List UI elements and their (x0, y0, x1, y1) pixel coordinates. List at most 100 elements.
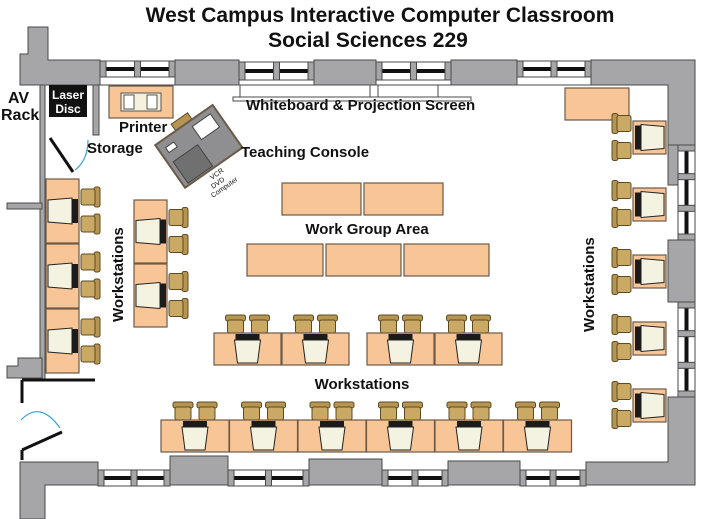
chair-icon (611, 341, 632, 362)
chair-icon (611, 314, 632, 335)
workstation (213, 314, 282, 366)
chair-icon (611, 140, 632, 161)
chair-icon (402, 401, 423, 421)
wall-top-seg-2 (313, 59, 377, 86)
workstations-right-label: Workstations (581, 237, 598, 332)
workstation (45, 178, 101, 244)
keyboard-icon (160, 283, 166, 308)
storage-door-swing-icon (74, 139, 89, 171)
chair-icon (80, 278, 101, 300)
chair-icon (515, 401, 536, 421)
monitor-icon (47, 197, 73, 225)
chair-icon (611, 207, 632, 228)
windows (97, 60, 696, 487)
chair-icon (317, 314, 338, 334)
chair-icon (168, 271, 189, 292)
chair-icon (265, 401, 286, 421)
chair-icon (402, 314, 423, 334)
wall-left-jog-1 (6, 202, 43, 210)
workstation (611, 314, 667, 362)
chair-icon (80, 343, 101, 365)
workstations-center-label: Workstations (315, 376, 410, 393)
chair-icon (611, 113, 632, 134)
keyboard-icon (457, 421, 481, 427)
chair-icon (225, 314, 246, 334)
entry-door (21, 430, 63, 452)
keyboard-icon (160, 219, 166, 244)
chair-icon (172, 401, 194, 421)
work-table (325, 243, 402, 277)
workstation (611, 113, 667, 161)
title-line-1: West Campus Interactive Computer Classro… (146, 4, 615, 27)
keyboard-icon (635, 259, 641, 284)
printer-label: Printer (119, 119, 168, 136)
work-table (246, 243, 324, 277)
entry-door-swing-icon (20, 411, 61, 429)
workstation (45, 243, 101, 309)
workstation (160, 401, 230, 453)
storage-partition (92, 84, 100, 136)
chair-icon (196, 401, 218, 421)
monitor-icon (47, 262, 73, 290)
workstation (365, 401, 436, 453)
wall-bottom-seg-3 (447, 460, 521, 486)
chair-icon (446, 314, 467, 334)
laser-disc-unit (49, 85, 87, 117)
keyboard-icon (303, 334, 328, 340)
keyboard-icon (72, 199, 78, 223)
keyboard-icon (635, 192, 641, 217)
monitor-icon (455, 426, 483, 451)
av-rack-label-2: Rack (1, 107, 39, 124)
workstation (611, 247, 667, 295)
chair-icon (168, 207, 189, 228)
workstation (366, 314, 435, 366)
wall-left (39, 84, 46, 381)
chair-icon (309, 401, 331, 421)
wall-bottom-seg-2 (308, 458, 383, 486)
wall-bottom-left (19, 461, 99, 519)
workstation (502, 401, 573, 453)
monitor-icon (233, 339, 262, 364)
keyboard-icon (525, 421, 550, 427)
workstations-left-label: Workstations (110, 227, 127, 322)
workstation (611, 381, 667, 429)
workstations (45, 113, 667, 453)
chair-icon (80, 251, 101, 273)
chair-icon (611, 274, 632, 295)
chair-icon (446, 401, 468, 421)
storage-label: Storage (87, 140, 143, 157)
workstation (611, 180, 667, 228)
monitor-icon (386, 426, 415, 451)
workstation (133, 199, 189, 264)
monitor-icon (318, 426, 346, 451)
chair-icon (470, 314, 491, 334)
keyboard-icon (635, 393, 641, 418)
keyboard-icon (251, 421, 276, 427)
laser-disc-label-1: Laser (52, 88, 84, 102)
chair-icon (333, 401, 355, 421)
work-table (363, 182, 444, 216)
wall-top-seg-1 (174, 59, 240, 86)
keyboard-icon (635, 326, 641, 351)
workstation (281, 314, 350, 366)
keyboard-icon (72, 264, 78, 288)
wall-top-left (19, 26, 101, 86)
chair-icon (539, 401, 560, 421)
work-group-area (246, 182, 490, 277)
chair-icon (241, 401, 262, 421)
workstation (45, 308, 101, 374)
monitor-icon (640, 123, 665, 152)
work-table (403, 243, 490, 277)
keyboard-icon (72, 329, 78, 353)
workstation (434, 401, 504, 453)
monitor-icon (249, 426, 278, 451)
workstation (133, 263, 189, 328)
wall-left-jog-2 (6, 357, 43, 379)
work-group-area-label: Work Group Area (305, 221, 429, 238)
monitor-icon (47, 327, 73, 355)
chair-icon (611, 408, 632, 429)
chair-icon (378, 401, 399, 421)
work-table (281, 182, 362, 216)
monitor-icon (640, 391, 665, 420)
storage-door (48, 137, 75, 173)
